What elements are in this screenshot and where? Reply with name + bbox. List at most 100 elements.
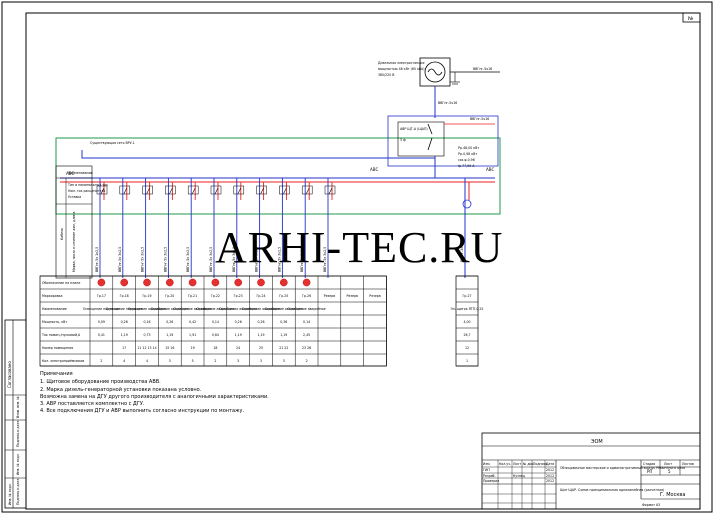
title-block: ЭОМ Изм. Кол.уч. Лист № док. Подпись Дат…	[481, 432, 701, 510]
generator-block: Дизельная электростанция мощностью 48 кВ…	[378, 57, 500, 118]
breaker-symbol	[165, 185, 176, 195]
cable-in-label: ВВГнг-5х16	[438, 101, 457, 105]
table-cell: 0,26	[257, 320, 264, 324]
table-cell: 21 22	[279, 346, 288, 350]
table-cell: Резерв	[324, 294, 336, 298]
left-header-row1: Наименование	[68, 171, 93, 175]
table-row-header: Наименование	[42, 307, 67, 311]
avr-param-3: Ip-77,99 А	[458, 164, 475, 168]
stamp-col-2: Лист	[513, 462, 521, 466]
left-header: Наименование Тип и номинальный ток Ном. …	[55, 165, 108, 279]
plan-symbol-icon	[257, 278, 265, 287]
stamp-col-0: Изм.	[483, 462, 491, 466]
stamp-name-1: Кузнец	[513, 474, 526, 478]
stamp-stage-header: Стадия	[643, 462, 655, 466]
generator-caption-2: мощностью 48 кВт (60 кВА)	[378, 67, 424, 71]
side-field-0: Взам. инв. №	[16, 396, 20, 418]
bus-label-left: АВС	[66, 171, 74, 176]
table-cell: 0,26	[121, 320, 128, 324]
side-field-1: Подпись и дата	[16, 421, 20, 447]
left-header-row3: Кабель	[60, 228, 64, 240]
table-cell: 0,16	[143, 320, 150, 324]
stamp-date-0: 2012	[546, 468, 554, 472]
table-row-header: Кол. электроприёмников	[42, 359, 84, 363]
table-cell: Освещение наружное	[106, 307, 143, 311]
table-cell: Освещение аварийное	[242, 307, 280, 311]
stamp-stage: РП	[647, 469, 652, 474]
table-cell: 1,19	[280, 333, 287, 337]
table-cell: 0,64	[212, 333, 219, 337]
inner-frame	[25, 12, 701, 510]
table-cell: Гр.21	[188, 294, 197, 298]
breaker-symbol	[279, 185, 290, 195]
table-cell: 2	[306, 359, 308, 363]
table-cell: 1,19	[257, 333, 264, 337]
table-row-header: Обозначение на плане	[42, 281, 80, 285]
table-right-cell: 1	[466, 359, 468, 363]
table-cell: 24	[236, 346, 240, 350]
feeder-cable-label: ВВГнг-5х 3х2,5	[141, 247, 145, 272]
avr-param-1: Рр-0,98 кВт	[458, 152, 477, 156]
generator-caption-3: 380/220 В	[378, 73, 394, 77]
table-cell: 19	[191, 346, 195, 350]
feeder-cable-label: ВВГнг-5х 3х2,5	[118, 247, 122, 272]
table-cell: 2	[214, 359, 216, 363]
avr-block: АВР ЩТ-А (ЩАП) 3 ф ВВГнг-5х16 Рр-48,00 к…	[387, 115, 499, 178]
corner-mark: №	[688, 16, 694, 22]
breaker-contact	[260, 187, 264, 195]
stamp-object: Облицовочные мастерские и административн…	[560, 466, 685, 470]
table-cell: 23 26	[302, 346, 311, 350]
feeder-cable-label: ВВГнг-5х 3х2,5	[323, 247, 327, 272]
table-cell: 17	[122, 346, 126, 350]
table-cell: Освещение аварийное	[196, 307, 234, 311]
breaker-contact	[191, 187, 196, 195]
feeder-cable-label: ВВГнг-5х 3х2,5	[300, 247, 304, 272]
stamp-code: ЭОМ	[591, 439, 603, 445]
table-cell: 0,42	[189, 320, 196, 324]
avr-rating: 3 ф	[400, 138, 406, 142]
right-cable-label: ВВГнг-5х 10х6	[460, 238, 464, 262]
table-cell: Гр.18	[120, 294, 129, 298]
table-cell: 3	[237, 359, 239, 363]
stamp-role-1: Разраб.	[483, 474, 496, 478]
breaker-symbol	[119, 185, 131, 195]
table-cell: Освещение аварийное	[265, 307, 303, 311]
table-right-cell: 12	[465, 346, 469, 350]
stamp-col-5: Дата	[546, 462, 554, 466]
breaker-contact	[237, 187, 242, 195]
plan-symbol-icon	[97, 278, 106, 287]
plan-symbol-icon	[279, 278, 288, 287]
breaker-symbol	[96, 185, 108, 195]
avr-ratings-side: ВВГнг-5х16	[470, 117, 489, 121]
corner-box	[682, 12, 701, 23]
bus-label-right: АВС	[486, 167, 494, 172]
stamp-sheet: 5	[668, 469, 671, 474]
table-cell: 0,41	[98, 333, 105, 337]
note-3: 3. АВР поставляется комплектно с ДГУ.	[40, 401, 145, 407]
table-cell: Гр.25	[279, 294, 288, 298]
table-cell: 2,45	[303, 333, 310, 337]
table-cell: 25	[259, 346, 263, 350]
stamp-col-4: Подпись	[533, 462, 547, 466]
breaker-contact	[305, 187, 310, 195]
breaker-contact	[100, 187, 105, 195]
table-cell: 4	[123, 359, 125, 363]
side-field-3: Подпись и дата	[16, 479, 20, 505]
table-cell: 1,19	[121, 333, 128, 337]
notes: Примечания 1. Щитовое оборудование произ…	[40, 371, 269, 414]
table-cell: 2	[100, 359, 102, 363]
breaker-symbol	[233, 185, 245, 195]
stamp-drawing: Щит ЩАР. Схема принципиальная однолинейн…	[560, 488, 664, 492]
note-1: 2. Марка дизель-генераторной установки п…	[40, 386, 202, 393]
stamp-sheet-header: Лист	[664, 462, 672, 466]
table-cell: 1,91	[189, 333, 196, 337]
table-cell: 0,26	[166, 320, 173, 324]
stamp-format: Формат А3	[642, 503, 660, 507]
table-cell: 4	[146, 359, 148, 363]
table-cell: Резерв	[346, 294, 358, 298]
feeder-cable-label: ВВГнг-5х 3х2,5	[255, 247, 259, 272]
feed-line	[81, 150, 435, 159]
table-cell: Освещение аварийное	[151, 307, 189, 311]
table-cell: 3	[283, 359, 285, 363]
